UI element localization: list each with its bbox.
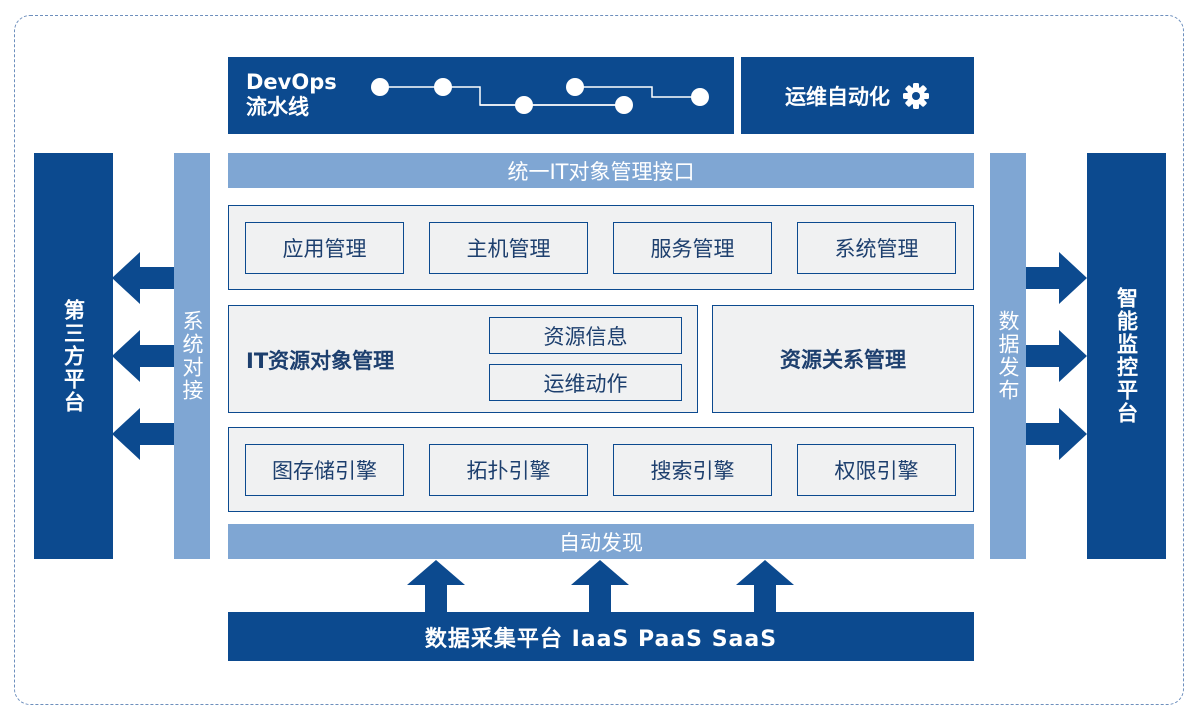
devops-pipeline-block: DevOps 流水线 [228,57,734,134]
data-publish-column: 数据发布 [990,153,1026,559]
it-resource-title: IT资源对象管理 [246,349,395,373]
host-management-box: 主机管理 [429,222,588,274]
third-party-platform-label: 第三方平台 [61,298,86,414]
resource-info-box: 资源信息 [489,317,682,354]
unified-interface-bar: 统一IT对象管理接口 [228,153,974,188]
smart-monitoring-platform-column: 智能监控平台 [1087,153,1166,559]
pipeline-node [615,96,633,114]
search-engine-box: 搜索引擎 [613,444,772,496]
graph-storage-engine-label: 图存储引擎 [272,459,377,483]
permission-engine-box: 权限引擎 [797,444,956,496]
pipeline-node [434,78,452,96]
data-collection-platform-label: 数据采集平台 IaaS PaaS SaaS [424,626,778,652]
system-management-label: 系统管理 [834,237,919,261]
ops-action-box: 运维动作 [489,364,682,401]
devops-title: DevOps 流水线 [246,70,337,120]
system-management-box: 系统管理 [797,222,956,274]
resource-relation-label: 资源关系管理 [780,348,906,372]
app-management-label: 应用管理 [282,237,367,261]
pipeline-node [566,78,584,96]
data-publish-label: 数据发布 [996,310,1020,402]
search-engine-label: 搜索引擎 [650,459,735,483]
devops-title-line2: 流水线 [246,95,309,119]
resource-info-label: 资源信息 [543,324,628,349]
host-management-label: 主机管理 [466,237,551,261]
diagram-frame [14,15,1184,705]
auto-discovery-bar: 自动发现 [228,524,974,559]
pipeline-node [371,78,389,96]
resource-relation-panel: 资源关系管理 [712,305,974,413]
ops-action-label: 运维动作 [543,371,628,396]
data-collection-platform-bar: 数据采集平台 IaaS PaaS SaaS [228,612,974,661]
ops-automation-label: 运维自动化 [785,84,890,109]
pipeline-node [515,96,533,114]
service-management-box: 服务管理 [613,222,772,274]
ops-automation-block: 运维自动化 [741,57,974,134]
graph-storage-engine-box: 图存储引擎 [245,444,404,496]
service-management-label: 服务管理 [650,237,735,261]
permission-engine-label: 权限引擎 [834,459,919,483]
unified-interface-label: 统一IT对象管理接口 [507,159,695,184]
pipeline-graph-icon [371,78,709,114]
system-integration-column: 系统对接 [174,153,210,559]
topology-engine-label: 拓扑引擎 [466,459,551,483]
auto-discovery-label: 自动发现 [559,530,643,555]
pipeline-node [691,88,709,106]
smart-monitoring-platform-label: 智能监控平台 [1114,287,1139,425]
third-party-platform-column: 第三方平台 [34,153,113,559]
gear-icon [903,82,929,109]
devops-title-line1: DevOps [246,70,337,94]
system-integration-label: 系统对接 [180,310,204,402]
topology-engine-box: 拓扑引擎 [429,444,588,496]
app-management-box: 应用管理 [245,222,404,274]
